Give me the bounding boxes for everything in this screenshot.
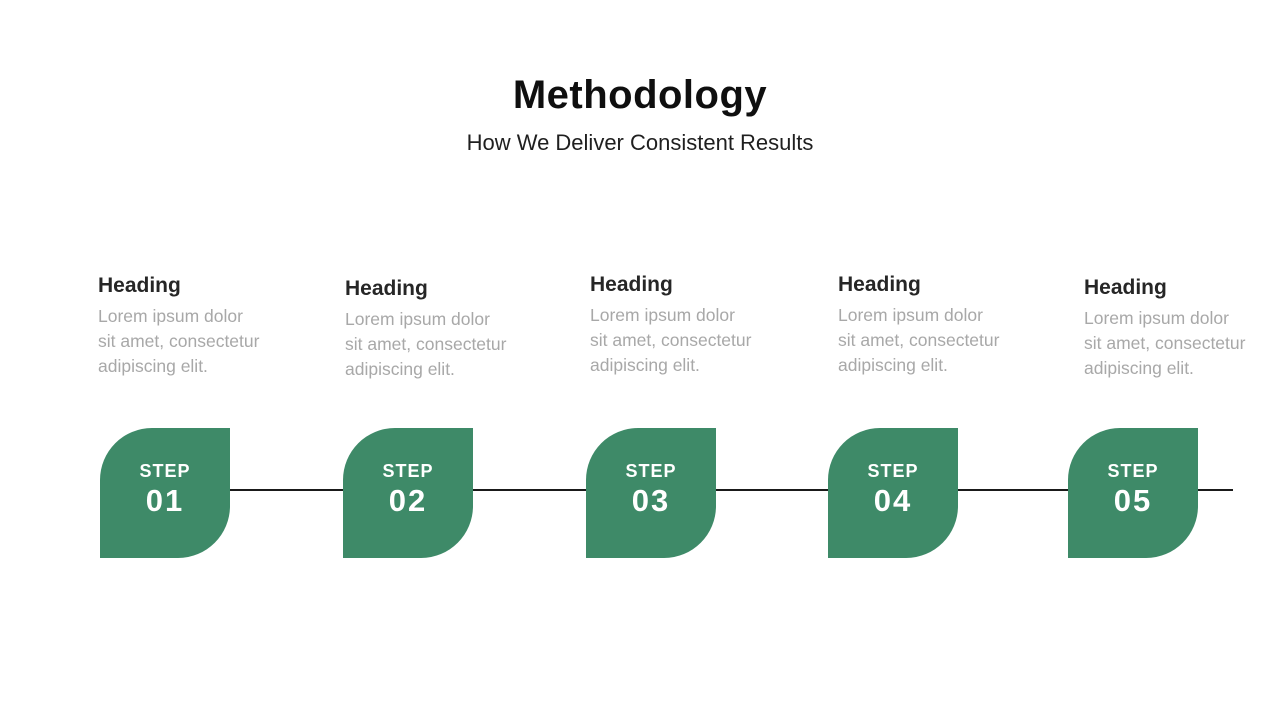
step-text-block-1: Heading Lorem ipsum dolor sit amet, cons… [98,274,283,379]
step-text-block-3: Heading Lorem ipsum dolor sit amet, cons… [590,273,775,378]
step-body-text: Lorem ipsum dolor sit amet, consectetur … [345,309,507,379]
step-badge-content: STEP 03 [625,461,676,518]
step-heading: Heading [838,273,921,296]
step-label: STEP [382,460,434,481]
step-number: 05 [1113,482,1153,518]
step-badge-04: STEP 04 [828,428,958,558]
step-badge-02: STEP 02 [343,428,473,558]
step-number: 03 [631,482,671,518]
step-badge-content: STEP 02 [382,461,433,518]
slide-title: Methodology [512,73,768,117]
step-text-block-5: Heading Lorem ipsum dolor sit amet, cons… [1084,276,1269,381]
step-body-text: Lorem ipsum dolor sit amet, consectetur … [1084,308,1246,378]
step-label: STEP [1107,460,1159,481]
step-number: 01 [145,482,185,518]
step-body-text: Lorem ipsum dolor sit amet, consectetur … [590,305,752,375]
step-heading: Heading [1084,276,1167,299]
step-badge-01: STEP 01 [100,428,230,558]
step-number: 04 [873,482,913,518]
step-body-text: Lorem ipsum dolor sit amet, consectetur … [838,305,1000,375]
step-body-text: Lorem ipsum dolor sit amet, consectetur … [98,306,260,376]
step-label: STEP [139,460,191,481]
slide-subtitle: How We Deliver Consistent Results [466,130,814,155]
step-badge-content: STEP 01 [139,461,190,518]
step-badge-content: STEP 04 [867,461,918,518]
step-label: STEP [625,460,677,481]
step-badge-content: STEP 05 [1107,461,1158,518]
step-heading: Heading [590,273,673,296]
step-heading: Heading [98,274,181,297]
step-badge-05: STEP 05 [1068,428,1198,558]
step-number: 02 [388,482,428,518]
step-heading: Heading [345,277,428,300]
step-text-block-4: Heading Lorem ipsum dolor sit amet, cons… [838,273,1023,378]
step-label: STEP [867,460,919,481]
step-badge-03: STEP 03 [586,428,716,558]
step-text-block-2: Heading Lorem ipsum dolor sit amet, cons… [345,277,530,382]
